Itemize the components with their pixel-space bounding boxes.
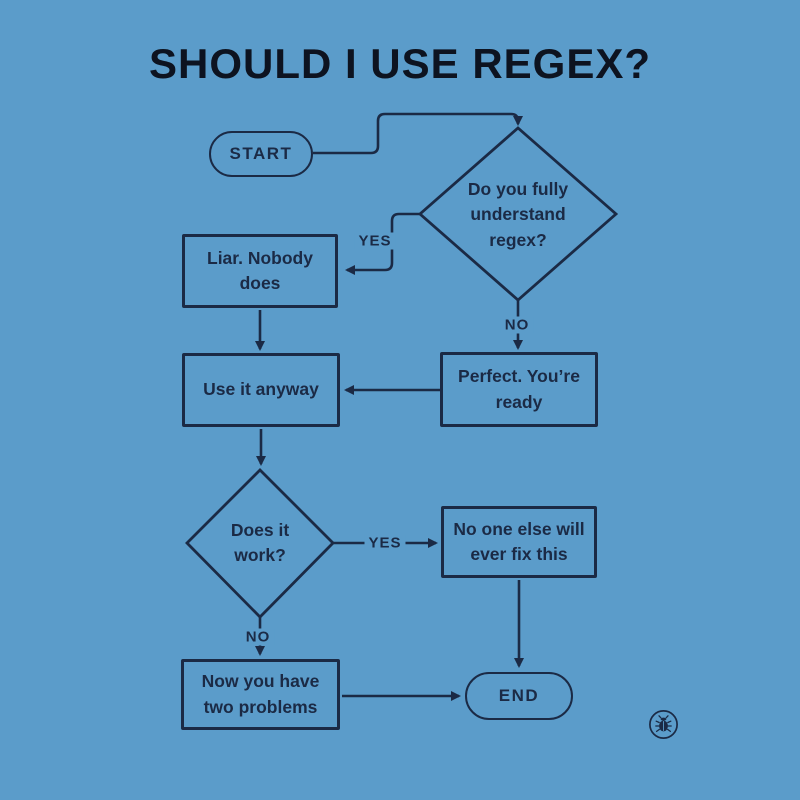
node-end: END	[465, 672, 573, 720]
node-two-problems: Now you have two problems	[181, 659, 340, 730]
decision-does-it-work-shape	[185, 468, 335, 619]
edge-label-work-yes: YES	[364, 534, 406, 552]
node-two-problems-label: Now you have two problems	[201, 671, 320, 717]
node-no-one-else-label: No one else will ever fix this	[453, 518, 585, 564]
decision-understand-shape	[417, 126, 619, 302]
node-start-label: START	[229, 143, 293, 163]
node-perfect: Perfect. You’re ready	[440, 352, 598, 427]
node-use-anyway-label: Use it anyway	[203, 379, 319, 400]
node-perfect-label: Perfect. You’re ready	[458, 366, 580, 412]
edge-start-to-understand	[313, 112, 523, 155]
bug-logo-icon	[649, 710, 678, 739]
page-title: SHOULD I USE REGEX?	[148, 40, 652, 87]
node-start: START	[209, 131, 313, 177]
node-end-label: END	[498, 685, 540, 705]
edge-label-understand-yes: YES	[354, 232, 396, 250]
node-use-anyway: Use it anyway	[182, 353, 340, 427]
node-liar: Liar. Nobody does	[182, 234, 338, 308]
node-liar-label: Liar. Nobody does	[207, 247, 313, 293]
edge-label-work-no: NO	[241, 628, 275, 646]
edge-label-understand-no: NO	[500, 316, 534, 334]
node-no-one-else: No one else will ever fix this	[441, 506, 597, 578]
